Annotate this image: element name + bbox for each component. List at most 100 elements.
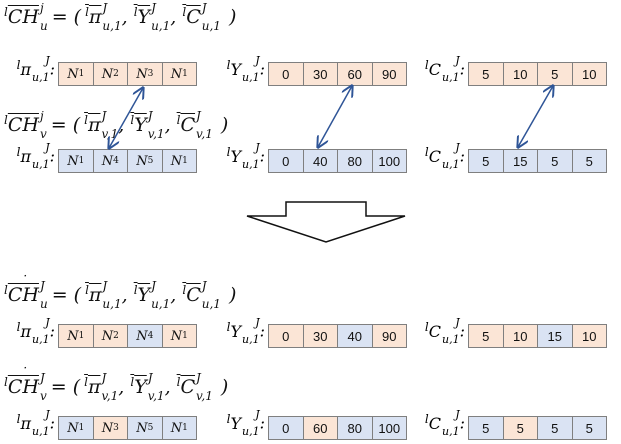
superscript: J (255, 141, 260, 154)
gene-cell: 100 (372, 417, 406, 439)
superscript: J (39, 279, 45, 293)
ch-name: CH (8, 114, 39, 136)
node-letter: N (136, 328, 148, 344)
subscript: u,1 (32, 333, 50, 346)
node-letter: N (67, 66, 79, 82)
subscript: v,1 (147, 127, 165, 141)
prefix: l (226, 58, 231, 72)
ch-wrapper: CH (8, 114, 39, 136)
gene-cell: 60 (303, 417, 338, 439)
superscript: J (45, 408, 50, 421)
gene-cell: 10 (503, 63, 538, 85)
node-index: 3 (113, 423, 119, 433)
superscript: J (101, 371, 107, 385)
subscript: u,1 (151, 297, 171, 311)
superscript: J (201, 1, 207, 15)
superscript: J (101, 109, 107, 123)
symbol: π (20, 146, 32, 166)
symbol: π (88, 6, 102, 28)
prefix: l (84, 375, 88, 389)
superscript: J (455, 316, 460, 329)
subscript: v,1 (147, 389, 165, 403)
prefix: l (133, 283, 138, 297)
node-letter: N (67, 153, 79, 169)
node-index: 2 (113, 69, 119, 79)
superscript: J (255, 408, 260, 421)
gene-cell: 0 (269, 150, 304, 172)
close-paren: ) (220, 114, 229, 136)
gene-cell: 40 (303, 150, 338, 172)
prefix: l (182, 5, 187, 19)
superscript: J (455, 141, 460, 154)
node-index: 1 (78, 156, 85, 166)
prefix: l (226, 412, 231, 426)
symbol: C (180, 114, 196, 136)
colon: : (459, 413, 465, 433)
node-index: 5 (147, 156, 154, 166)
node-letter: N (101, 153, 114, 169)
node-index: 2 (113, 331, 119, 341)
symbol: Y (137, 284, 151, 306)
subscript: u (39, 297, 48, 311)
superscript: J (455, 54, 460, 67)
subscript: u,1 (242, 425, 260, 438)
superscript: J (45, 54, 50, 67)
prefix: l (424, 320, 429, 334)
comma: , (118, 376, 131, 398)
node-index: 1 (182, 69, 188, 79)
comma: , (121, 6, 134, 28)
gene-cell: 5 (469, 325, 504, 347)
gene-cell: 10 (503, 325, 538, 347)
prefix: l (4, 5, 8, 19)
subscript: u,1 (32, 425, 50, 438)
symbol: C (428, 59, 442, 79)
colon: : (259, 59, 265, 79)
close-paren: ) (228, 284, 237, 306)
subscript: u,1 (442, 333, 460, 346)
comma: , (164, 114, 177, 136)
ch-wrapper: CH· (8, 362, 39, 398)
prefix: l (4, 113, 8, 127)
symbol: π (20, 321, 32, 341)
symbol: C (428, 413, 442, 433)
prefix: l (226, 145, 231, 159)
superscript: J (102, 279, 108, 293)
node-letter: N (170, 153, 183, 169)
prefix: l (133, 5, 138, 19)
colon: : (259, 146, 265, 166)
subscript: u,1 (201, 297, 221, 311)
prefix: l (16, 145, 21, 159)
prefix: l (424, 58, 429, 72)
gene-cell: 5 (572, 417, 606, 439)
subscript: v,1 (196, 127, 213, 141)
prefix: l (85, 283, 89, 297)
ch-wrapper: CH (8, 6, 39, 28)
